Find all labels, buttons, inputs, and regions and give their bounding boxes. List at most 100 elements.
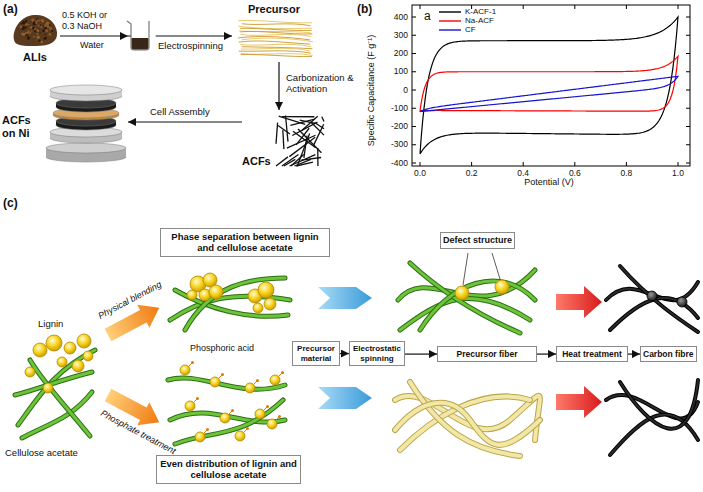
tick-mark bbox=[678, 5, 679, 9]
powder-grain bbox=[25, 35, 26, 36]
fiber-strand bbox=[30, 360, 90, 436]
lignin-particle bbox=[46, 335, 62, 351]
carbon-fiber bbox=[296, 128, 309, 145]
powder-grain bbox=[36, 29, 39, 32]
step-chevron bbox=[318, 387, 372, 409]
tick-mark bbox=[412, 35, 416, 36]
node-text: Carbon fibre bbox=[643, 349, 694, 359]
powder-grain bbox=[44, 24, 46, 26]
reagent-label: 0.5 KOH or 0.3 NaOH bbox=[62, 10, 122, 32]
process-box: Carbon fibre bbox=[640, 346, 697, 362]
cell-layer bbox=[46, 143, 126, 153]
powder-grain bbox=[28, 24, 29, 25]
powder-grain bbox=[42, 30, 45, 33]
precursor-fiber bbox=[239, 51, 311, 53]
tick-mark bbox=[686, 35, 690, 36]
tick-label: 0.2 bbox=[457, 168, 487, 178]
tick-mark bbox=[686, 163, 690, 164]
powder-grain bbox=[40, 26, 42, 28]
step-label: Electrospinning bbox=[158, 40, 223, 51]
phosphate-tag bbox=[206, 428, 209, 431]
flow-arrow bbox=[278, 62, 279, 110]
lignin-particle bbox=[64, 342, 76, 354]
legend-row: Na-ACF bbox=[438, 16, 494, 25]
lignin-particle bbox=[264, 298, 276, 310]
lignin-particle bbox=[253, 303, 263, 313]
fiber-strand bbox=[175, 400, 283, 444]
tick-mark bbox=[412, 71, 416, 72]
carbon-fiber bbox=[292, 122, 317, 135]
powder-grain bbox=[20, 25, 23, 28]
fiber-strand bbox=[620, 380, 698, 429]
node-text: Precursor fiber bbox=[440, 349, 534, 359]
carbon-fiber bbox=[283, 130, 284, 149]
material-node: ACFs bbox=[242, 110, 326, 168]
carbon-fiber bbox=[276, 157, 288, 166]
tick-mark bbox=[523, 162, 524, 166]
flow-arrow bbox=[405, 353, 437, 354]
powder-grain bbox=[41, 19, 43, 21]
powder-grain bbox=[32, 19, 33, 20]
legend-line bbox=[439, 29, 461, 30]
panel-letter: (a) bbox=[3, 2, 18, 16]
material-node: Precursor bbox=[232, 3, 316, 62]
legend-row: CF bbox=[438, 25, 476, 34]
carbon-fiber bbox=[278, 126, 290, 134]
lignin-particle bbox=[25, 367, 35, 377]
node-text: Precursor bbox=[248, 3, 300, 16]
cv-curve bbox=[420, 76, 678, 111]
powder-grain bbox=[36, 36, 40, 40]
fiber-outline bbox=[168, 378, 285, 389]
leader-line bbox=[463, 253, 468, 285]
tick-mark bbox=[471, 162, 472, 166]
precursor-fiber bbox=[239, 41, 310, 44]
powder-grain bbox=[39, 32, 40, 33]
tick-mark bbox=[574, 162, 575, 166]
fiber-outline bbox=[395, 403, 540, 445]
tick-mark bbox=[412, 53, 416, 54]
plot-frame bbox=[412, 5, 690, 166]
precursor-fiber bbox=[238, 20, 312, 22]
legend-row: K-ACF-1 bbox=[438, 7, 496, 16]
tick-mark bbox=[574, 5, 575, 9]
powder-grain bbox=[34, 28, 36, 30]
caption-box: Phase separation between lignin and cell… bbox=[160, 228, 330, 257]
precursor-fiber bbox=[240, 28, 312, 30]
tick-label: -300 bbox=[378, 139, 408, 149]
carbon-fiber bbox=[291, 155, 304, 166]
cv-curve bbox=[420, 17, 678, 154]
fiber-outline bbox=[606, 395, 698, 418]
powder-grain bbox=[25, 26, 27, 28]
tick-mark bbox=[412, 17, 416, 18]
legend-text: Na-ACF bbox=[465, 16, 494, 26]
powder-grain bbox=[20, 23, 22, 25]
legend-sample bbox=[438, 17, 462, 25]
powder-grain bbox=[36, 33, 38, 35]
flow-arrow bbox=[128, 121, 242, 122]
powder-grain bbox=[27, 36, 29, 38]
powder-grain bbox=[49, 33, 52, 36]
fiber-outline bbox=[420, 281, 535, 330]
precursor-fiber bbox=[240, 44, 311, 46]
legend-text: CF bbox=[465, 25, 476, 35]
phosphate-tag bbox=[281, 371, 284, 374]
tick-mark bbox=[686, 90, 690, 91]
heat-arrow bbox=[556, 286, 602, 318]
legend-sample bbox=[438, 8, 462, 16]
tick-mark bbox=[412, 144, 416, 145]
powder-grain bbox=[49, 27, 52, 30]
powder-grain bbox=[39, 19, 40, 20]
lignin-particle bbox=[43, 383, 53, 393]
powder-grain bbox=[29, 32, 31, 34]
powder-grain bbox=[39, 40, 41, 42]
tick-label: 0.6 bbox=[560, 168, 590, 178]
precursor-fiber bbox=[242, 24, 311, 26]
panel-letter: (c) bbox=[3, 196, 18, 210]
tick-label: 0.0 bbox=[405, 168, 435, 178]
powder-grain bbox=[51, 30, 53, 32]
tick-mark bbox=[412, 108, 416, 109]
tick-mark bbox=[412, 126, 416, 127]
precursor-fiber bbox=[241, 54, 312, 56]
axis-title: Potential (V) bbox=[499, 177, 599, 188]
powder-grain bbox=[46, 22, 49, 25]
